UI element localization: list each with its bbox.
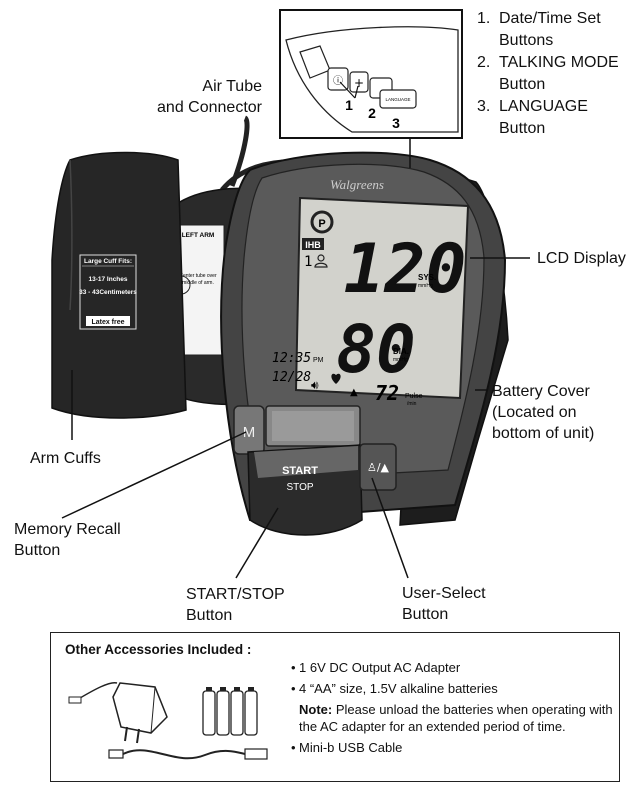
accessory-batteries: 4 “AA” size, 1.5V alkaline batteries xyxy=(291,680,613,697)
note-label: Note: xyxy=(299,702,333,717)
svg-text:+: + xyxy=(354,76,364,90)
lcd-date: 12/28 xyxy=(272,370,311,385)
accessory-adapter: 1 6V DC Output AC Adapter xyxy=(291,659,613,676)
inset-number-3: 3 xyxy=(392,115,400,131)
memory-leader-line xyxy=(61,431,247,519)
user-select-leader-line xyxy=(371,477,409,579)
speaker-icon: 🔊︎ xyxy=(311,378,319,392)
user-select-key[interactable] xyxy=(359,443,397,491)
accessory-note: Note: Please unload the batteries when o… xyxy=(291,701,613,735)
lcd-display-label: LCD Display xyxy=(537,250,626,267)
user-icon xyxy=(317,254,325,262)
accessories-box: Other Accessories Included : 1 6V DC O xyxy=(50,632,620,782)
note-text: Please unload the batteries when operati… xyxy=(299,702,613,734)
legend-number: 2. xyxy=(477,54,491,71)
start-key-label: START xyxy=(282,465,318,477)
cuff-left-arm-text: LEFT ARM xyxy=(182,232,215,239)
stop-key-label: STOP xyxy=(286,482,313,493)
latex-free-badge xyxy=(86,316,130,326)
button-legend: 1. Date/Time Set Buttons 2. TALKING MODE B… xyxy=(477,8,639,140)
pulse-arrow-icon: ▲ xyxy=(350,387,358,398)
battery-line-1: Battery Cover xyxy=(492,383,590,400)
start-leader-line xyxy=(235,507,279,579)
air-tube-label: Air Tube and Connector xyxy=(140,76,262,118)
legend-item: 1. Date/Time Set Buttons xyxy=(477,8,639,52)
lcd-screen xyxy=(294,196,470,400)
air-tube-line-1: Air Tube xyxy=(202,78,262,95)
cuff-middle-arm-text: middle of arm. xyxy=(182,280,214,286)
inset-language-text: LANGUAGE xyxy=(385,97,410,102)
battery-line-3: bottom of unit) xyxy=(492,425,595,442)
legend-item: 2. TALKING MODE Button xyxy=(477,52,639,96)
start-line-2: Button xyxy=(186,607,233,624)
aa-batteries-icon xyxy=(202,687,258,736)
cuff-fits-text: Large Cuff Fits: xyxy=(84,258,132,265)
accessory-cable: Mini-b USB Cable xyxy=(291,739,613,756)
lcd-user-number: 1 xyxy=(304,254,312,270)
battery-line-2: (Located on xyxy=(492,404,577,421)
latex-free-text: Latex free xyxy=(91,319,124,326)
legend-number: 3. xyxy=(477,98,491,115)
legend-number: 1. xyxy=(477,10,491,27)
lcd-pulse-label: Pulse xyxy=(405,393,423,400)
accessories-illustration xyxy=(68,681,268,760)
lcd-diastolic-value: 80 xyxy=(336,311,415,388)
air-tube-line-2: and Connector xyxy=(157,99,262,116)
usb-cable-icon xyxy=(108,748,268,760)
user-select-line-2: Button xyxy=(402,606,449,623)
user-select-icon: ♙/▲ xyxy=(367,461,390,474)
lcd-dia-label: DIA. xyxy=(393,347,409,356)
lcd-pulse-unit: /min xyxy=(407,401,417,407)
legend-text: TALKING MODE Button xyxy=(499,54,619,93)
svg-text:ⓘ: ⓘ xyxy=(333,75,343,87)
battery-cover-label: Battery Cover (Located on bottom of unit… xyxy=(492,381,594,444)
cuff-inches-text: 13-17 Inches xyxy=(88,276,127,283)
start-line-1: START/STOP xyxy=(186,586,285,603)
inset-language-key xyxy=(379,89,417,109)
inset-date-plus-key xyxy=(349,71,369,93)
user-select-label: User-Select Button xyxy=(402,583,486,625)
heart-icon xyxy=(331,373,341,384)
lcd-sys-unit: mmHg xyxy=(418,283,433,289)
brand-logo: Walgreens xyxy=(330,177,384,192)
legend-text: Date/Time Set Buttons xyxy=(499,10,601,49)
lcd-systolic-value: 120 xyxy=(344,230,467,309)
lcd-time-suffix: PM xyxy=(313,357,324,364)
arm-cuffs-label: Arm Cuffs xyxy=(30,450,101,467)
m-key-label: M xyxy=(243,424,256,441)
lcd-dia-unit: mmHg xyxy=(393,357,408,363)
lcd-pulse-value: 72 xyxy=(375,381,399,405)
legend-text: LANGUAGE Button xyxy=(499,98,588,137)
accessories-title: Other Accessories Included : xyxy=(65,642,252,657)
inset-number-1: 1 xyxy=(345,97,353,113)
ac-adapter-icon xyxy=(68,681,168,744)
lcd-time: 12:35 xyxy=(272,351,311,366)
user-select-line-1: User-Select xyxy=(402,585,486,602)
svg-text:P: P xyxy=(318,218,325,230)
cuff-cm-text: 33 - 43Centimeters xyxy=(79,289,137,296)
memory-line-2: Button xyxy=(14,542,61,559)
memory-recall-label: Memory Recall Button xyxy=(14,519,121,561)
power-indicator-icon xyxy=(310,210,334,234)
legend-item: 3. LANGUAGE Button xyxy=(477,96,639,140)
cuff-center-tube-text: Center tube over xyxy=(179,273,217,279)
lcd-sys-label: SYS. xyxy=(418,273,436,282)
ihb-indicator: IHB xyxy=(305,240,321,250)
accessories-list: 1 6V DC Output AC Adapter 4 “AA” size, 1… xyxy=(291,659,613,760)
memory-line-1: Memory Recall xyxy=(14,521,121,538)
start-stop-label: START/STOP Button xyxy=(186,584,285,626)
inset-number-2: 2 xyxy=(368,105,376,121)
